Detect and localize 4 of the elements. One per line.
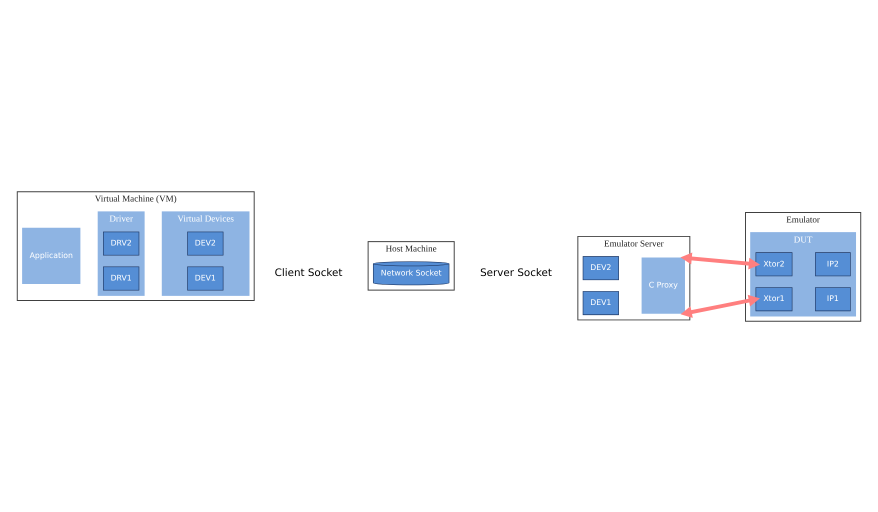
arrow	[680, 252, 760, 270]
arrow	[680, 294, 760, 318]
label: Client Socket	[274, 266, 342, 278]
label: Server Socket	[480, 266, 552, 278]
